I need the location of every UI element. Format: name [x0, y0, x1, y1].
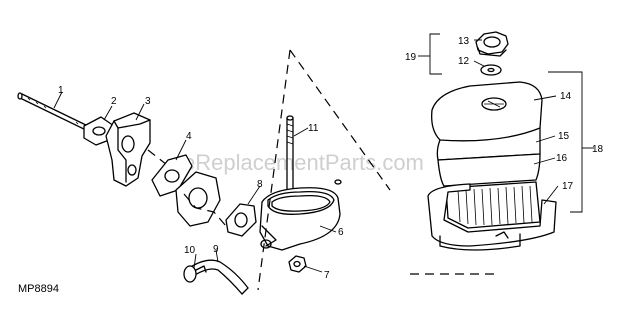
- part-14-cover: [431, 81, 543, 161]
- part-8-gasket: [225, 203, 257, 237]
- diagram-code: MP8894: [18, 283, 59, 295]
- part-15-16-filter: [437, 153, 541, 229]
- callout-7: 7: [324, 270, 330, 281]
- part-7-nut: [288, 255, 307, 273]
- watermark: eReplacementParts.com: [183, 150, 424, 175]
- callout-3: 3: [145, 96, 151, 107]
- part-11-stud: [286, 115, 294, 201]
- callout-1: 1: [58, 85, 64, 96]
- part-17-housing: [427, 183, 557, 251]
- callout-10: 10: [184, 245, 196, 256]
- alignment-line: [147, 149, 177, 173]
- callout-6: 6: [338, 227, 344, 238]
- bracket-19: [429, 33, 442, 75]
- part-6-base: [259, 179, 342, 251]
- part-3-spacer: [105, 112, 151, 187]
- callout-14: 14: [560, 91, 572, 102]
- part-12-washer: [480, 64, 502, 76]
- bracket-18: [548, 71, 583, 213]
- part-10-clamp: [183, 265, 207, 283]
- callout-12: 12: [458, 56, 470, 67]
- part-13-knob: [475, 31, 509, 57]
- callout-13: 13: [458, 36, 470, 47]
- assembly-outline: [257, 49, 500, 291]
- part-1-stud: [17, 92, 91, 132]
- callout-9: 9: [213, 244, 219, 255]
- callout-15: 15: [558, 131, 570, 142]
- callout-17: 17: [562, 181, 574, 192]
- callout-2: 2: [111, 96, 117, 107]
- callout-8: 8: [257, 179, 263, 190]
- callout-4: 4: [186, 131, 192, 142]
- part-9-hose: [185, 259, 249, 295]
- callout-16: 16: [556, 153, 568, 164]
- part-4-gasket: [151, 154, 227, 227]
- callout-19: 19: [405, 52, 417, 63]
- callout-18: 18: [592, 144, 604, 155]
- leader-lines: [53, 39, 594, 273]
- callout-11: 11: [308, 123, 319, 134]
